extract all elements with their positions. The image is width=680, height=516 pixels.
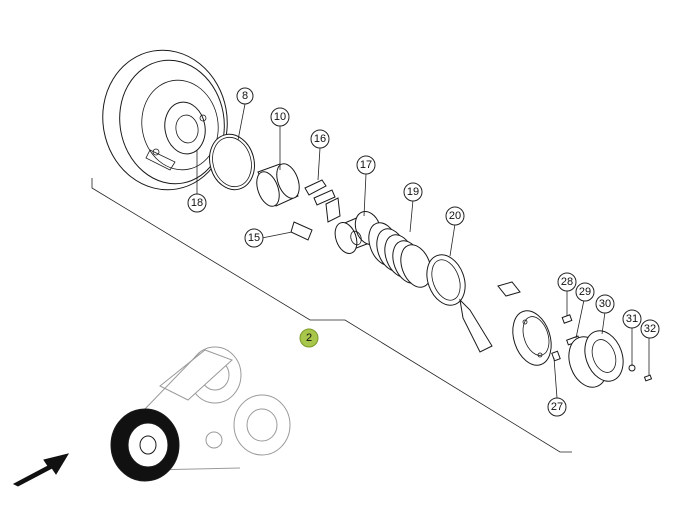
callout-20: 20 [445,206,465,226]
context-belt-drive [110,346,291,482]
callout-label: 30 [599,298,611,310]
washer-part [426,254,466,306]
bearing-housing-part [568,330,624,388]
assembly-callout-2[interactable]: 2 [299,328,319,348]
callout-8: 8 [236,87,254,105]
bolt-part [561,314,573,324]
callout-label: 10 [274,111,286,123]
callout-label: 18 [191,197,203,209]
callout-18: 18 [187,193,207,213]
segment-part [304,179,341,223]
callout-label: 27 [551,401,563,413]
callout-17: 17 [356,155,376,175]
callout-19: 19 [403,182,423,202]
retainer-part [497,281,521,297]
callout-label: 16 [314,133,326,145]
small-screw-32-part [643,374,653,382]
o-ring-part [209,133,255,191]
callout-label: 15 [248,232,260,244]
callout-label: 20 [449,210,461,222]
callout-label: 28 [561,276,573,288]
callout-27: 27 [547,397,567,417]
small-screw-part [551,350,561,362]
callout-31: 31 [622,309,642,329]
bushing-part [256,163,300,207]
callout-label: 8 [242,90,248,102]
callout-label: 31 [626,313,638,325]
callout-32: 32 [640,319,660,339]
callout-label: 17 [360,159,372,171]
callout-16: 16 [310,129,330,149]
callout-leaders [196,103,650,399]
callout-15: 15 [244,228,264,248]
pulley-part [102,49,228,191]
callout-label: 29 [579,286,591,298]
callout-label: 19 [407,186,419,198]
callout-10: 10 [270,107,290,127]
callout-30: 30 [595,294,615,314]
callout-28: 28 [557,272,577,292]
direction-arrow-icon [12,453,70,487]
small-segment-part [290,221,313,241]
callout-label: 32 [644,323,656,335]
assembly-callout-label: 2 [306,332,312,344]
callout-29: 29 [575,282,595,302]
spring-part [368,222,432,288]
cover-plate-part [459,298,552,366]
assembly-frame-lines [91,178,572,453]
